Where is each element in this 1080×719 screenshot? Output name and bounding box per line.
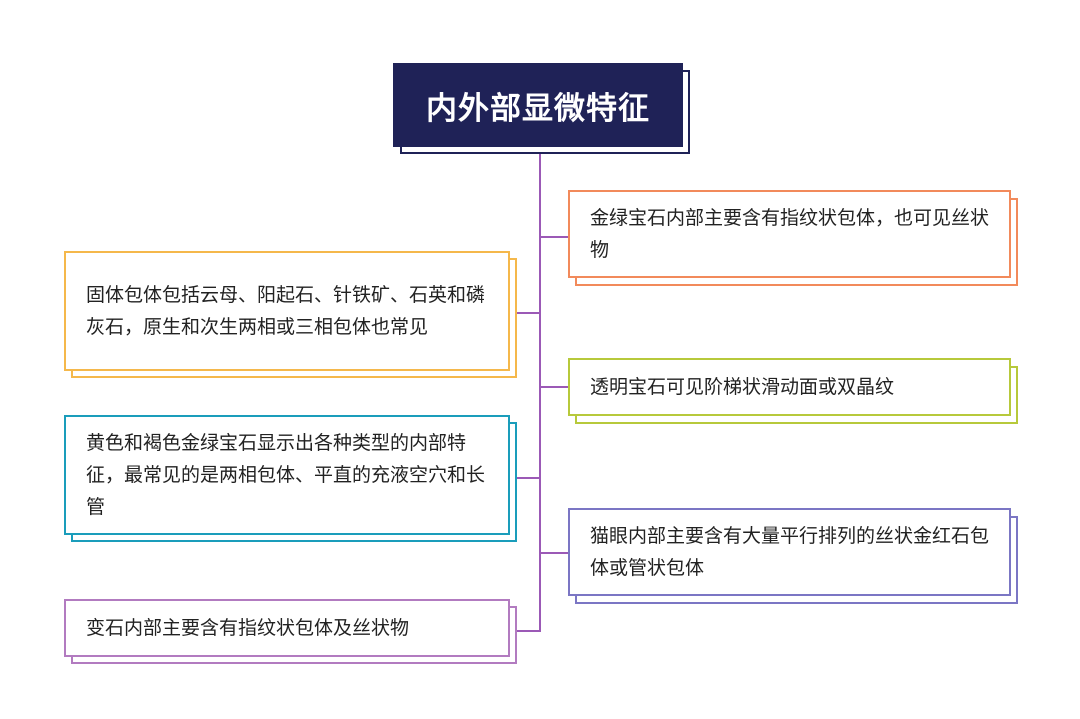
connector-right-2: [540, 386, 568, 388]
connector-right-3: [540, 552, 568, 554]
connector-left-1: [512, 312, 540, 314]
node-left-3: 变石内部主要含有指纹状包体及丝状物: [64, 599, 510, 657]
node-left-2: 黄色和褐色金绿宝石显示出各种类型的内部特征，最常见的是两相包体、平直的充液空穴和…: [64, 415, 510, 535]
connector-trunk: [539, 147, 541, 632]
node-right-1: 金绿宝石内部主要含有指纹状包体，也可见丝状物: [568, 190, 1011, 278]
node-right-1-text: 金绿宝石内部主要含有指纹状包体，也可见丝状物: [590, 207, 990, 261]
title-box: 内外部显微特征: [393, 63, 683, 147]
node-right-2-text: 透明宝石可见阶梯状滑动面或双晶纹: [590, 376, 895, 398]
node-right-3-text: 猫眼内部主要含有大量平行排列的丝状金红石包体或管状包体: [590, 525, 990, 579]
node-left-1: 固体包体包括云母、阳起石、针铁矿、石英和磷灰石，原生和次生两相或三相包体也常见: [64, 251, 510, 371]
connector-left-2: [512, 477, 540, 479]
node-left-3-text: 变石内部主要含有指纹状包体及丝状物: [86, 617, 410, 639]
connector-right-1: [540, 236, 568, 238]
node-left-1-text: 固体包体包括云母、阳起石、针铁矿、石英和磷灰石，原生和次生两相或三相包体也常见: [86, 284, 486, 338]
connector-left-3: [512, 630, 540, 632]
node-left-2-text: 黄色和褐色金绿宝石显示出各种类型的内部特征，最常见的是两相包体、平直的充液空穴和…: [86, 432, 486, 518]
node-right-2: 透明宝石可见阶梯状滑动面或双晶纹: [568, 358, 1011, 416]
node-right-3: 猫眼内部主要含有大量平行排列的丝状金红石包体或管状包体: [568, 508, 1011, 596]
diagram-title: 内外部显微特征: [426, 90, 650, 127]
